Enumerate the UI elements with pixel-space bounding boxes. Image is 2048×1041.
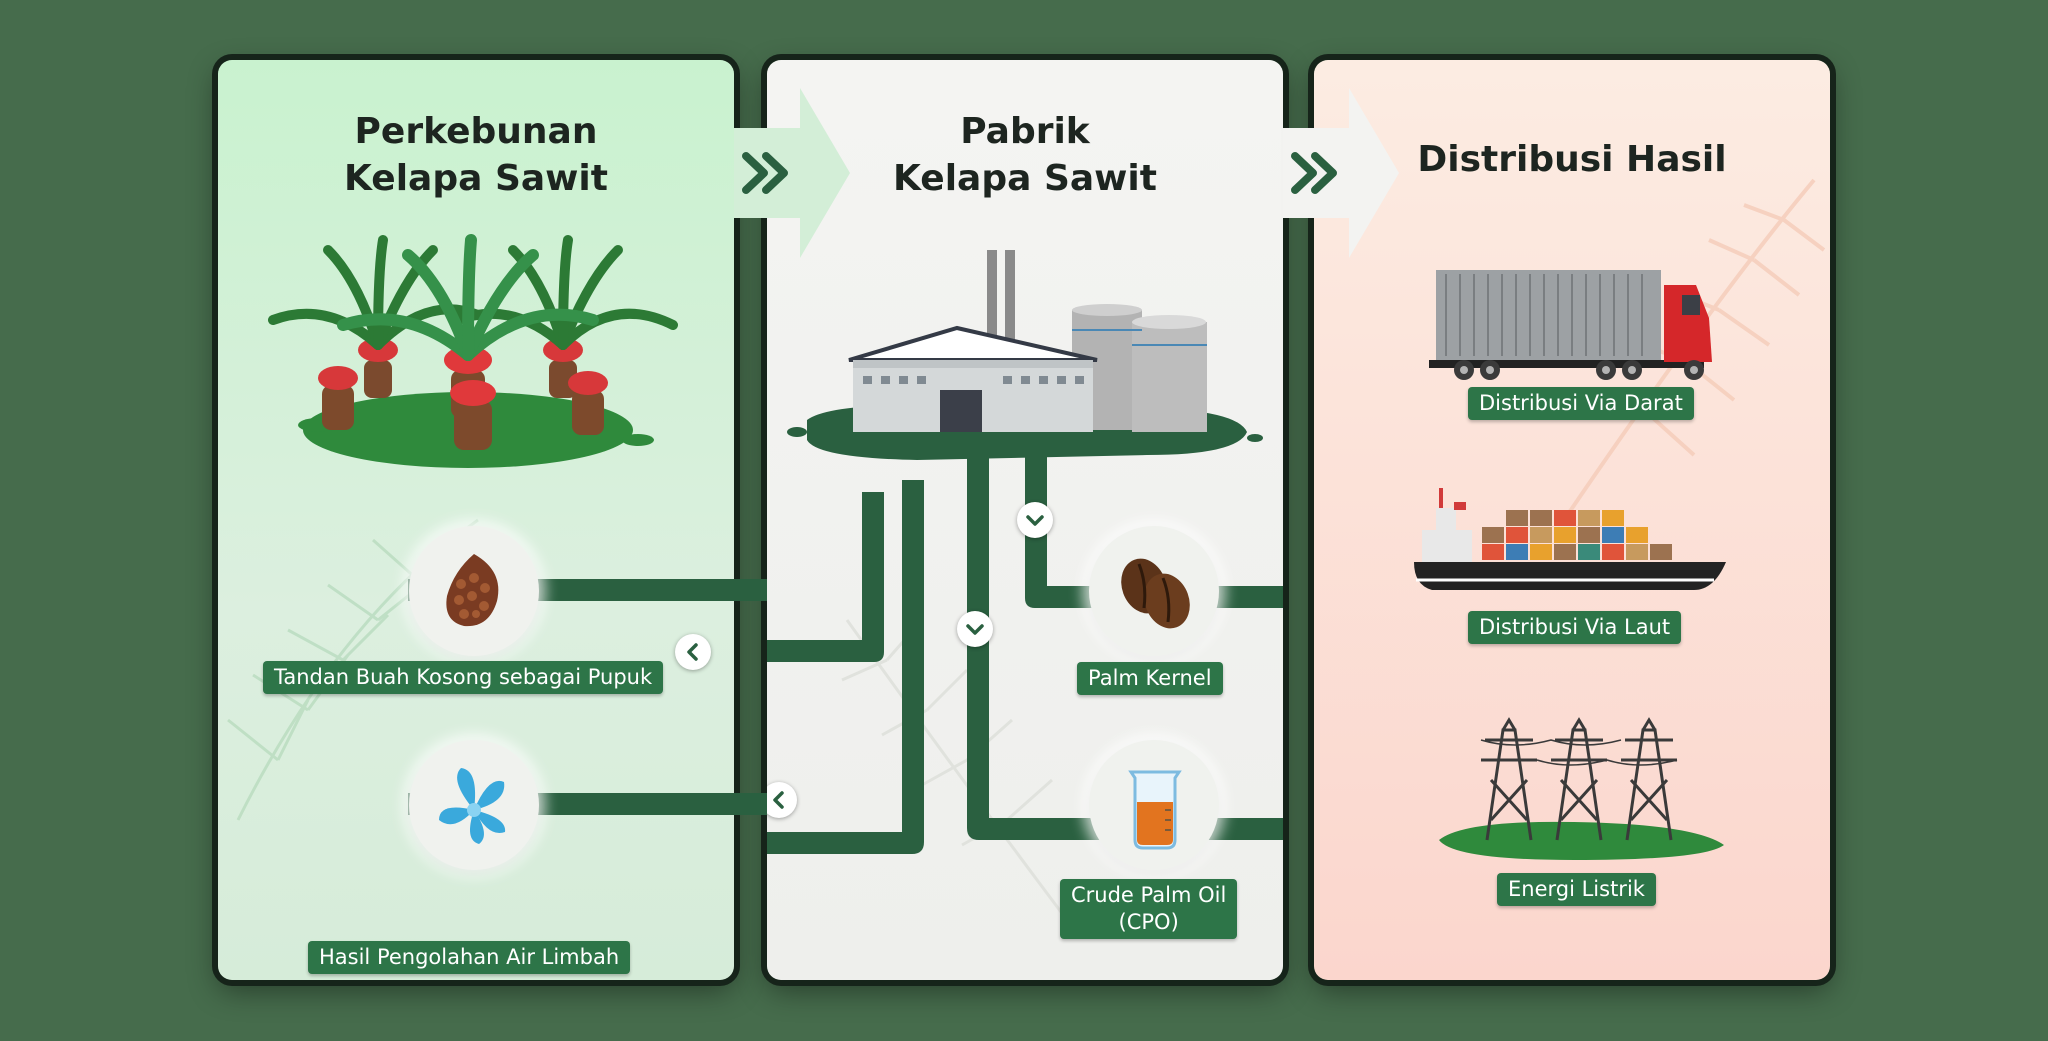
empty-bunch-circle <box>409 526 539 656</box>
power-tower-illustration <box>1439 717 1724 860</box>
chevron-left-icon-1 <box>675 634 711 670</box>
fruit-bunch-icon <box>446 554 499 627</box>
cpo-circle <box>1089 740 1219 870</box>
double-chevron-icon-2 <box>1291 152 1317 194</box>
factory-title: Pabrik Kelapa Sawit <box>893 111 1157 199</box>
flow-arrow-1 <box>734 88 850 258</box>
double-chevron-icon <box>742 152 768 194</box>
chevron-down-icon-1 <box>1017 502 1053 538</box>
water-splash-icon <box>439 768 506 844</box>
waste-water-circle <box>409 740 539 870</box>
cpo-label: Crude Palm Oil (CPO) <box>1060 879 1238 939</box>
plantation-panel: Perkebunan Kelapa Sawit <box>218 60 734 980</box>
empty-bunch-label: Tandan Buah Kosong sebagai Pupuk <box>263 661 664 694</box>
pipe-bridge-2 <box>734 793 767 815</box>
factory-illustration <box>767 250 1283 854</box>
palm-kernel-icon <box>1121 558 1190 629</box>
plantation-title: Perkebunan Kelapa Sawit <box>344 111 608 199</box>
waste-water-label: Hasil Pengolahan Air Limbah <box>308 941 631 974</box>
palm-plantation-illustration <box>268 234 678 468</box>
land-distribution-label: Distribusi Via Darat <box>1468 387 1694 420</box>
pipe-bridge-1 <box>734 579 767 601</box>
chevron-down-icon-2 <box>957 611 993 647</box>
chevron-left-icon-2 <box>767 782 797 818</box>
sea-distribution-label: Distribusi Via Laut <box>1468 611 1682 644</box>
energy-label: Energi Listrik <box>1497 873 1656 906</box>
oil-beaker-icon <box>1128 770 1182 850</box>
factory-panel: Pabrik Kelapa Sawit <box>767 60 1283 980</box>
palm-kernel-label: Palm Kernel <box>1077 662 1223 695</box>
cargo-ship-illustration <box>1414 488 1726 590</box>
flow-arrow-2 <box>1283 88 1399 258</box>
truck-illustration <box>1429 270 1712 380</box>
distribution-panel: Distribusi Hasil Distribusi Via Darat <box>1314 60 1830 980</box>
palm-kernel-circle <box>1089 526 1219 656</box>
palm-leaf-watermark-right <box>1562 178 1826 522</box>
distribution-title: Distribusi Hasil <box>1417 139 1727 180</box>
